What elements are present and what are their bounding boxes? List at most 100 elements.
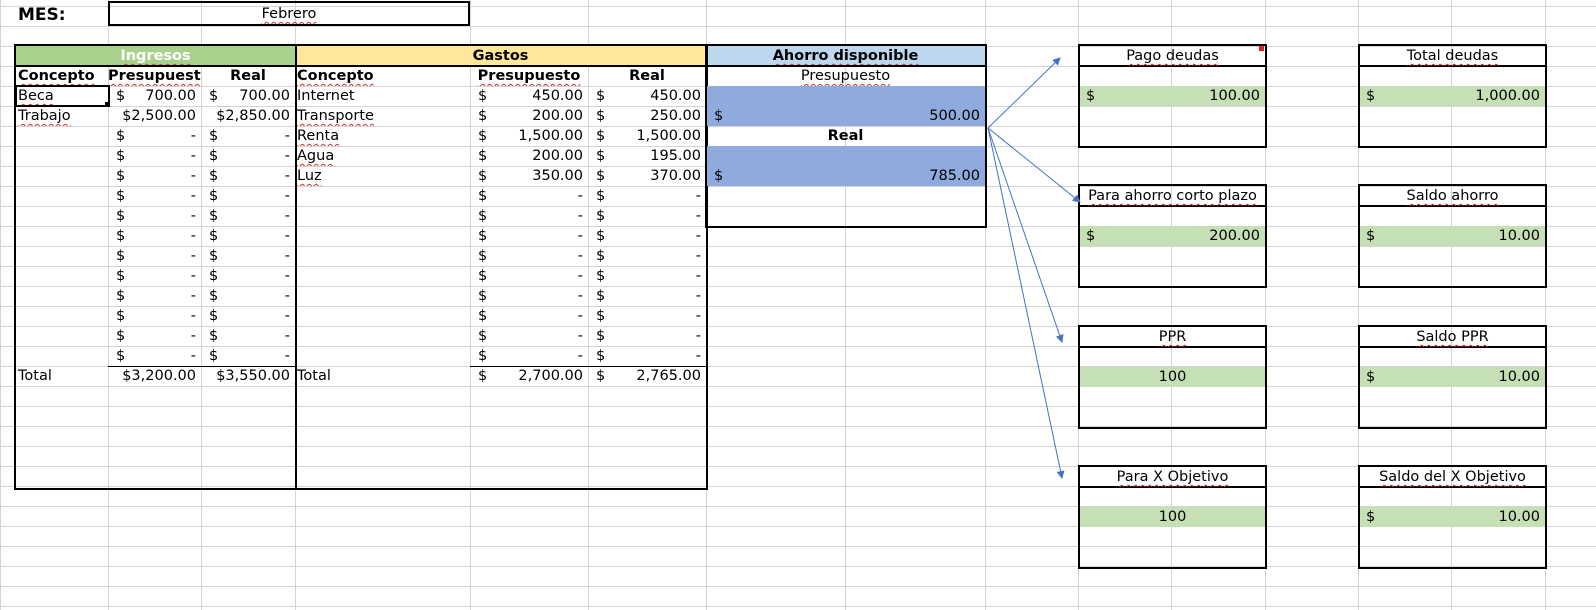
gastos-real-cell[interactable]: - bbox=[695, 228, 701, 244]
gastos-header-presupuesto: Presupuesto bbox=[477, 68, 581, 84]
gastos-real-cell[interactable]: 450.00 bbox=[650, 88, 701, 104]
ingresos-real-cell[interactable]: - bbox=[284, 128, 290, 144]
gastos-real-cell[interactable]: - bbox=[695, 348, 701, 364]
total-deudas-value-fill bbox=[1360, 86, 1545, 106]
ppr-value[interactable]: 100 bbox=[1158, 369, 1187, 385]
ingresos-presupuesto-cell[interactable]: - bbox=[190, 328, 196, 344]
ingresos-total-presupuesto[interactable]: $3,200.00 bbox=[122, 368, 196, 384]
ingresos-concepto-cell[interactable]: Trabajo bbox=[18, 108, 71, 124]
ingresos-presupuesto-cell[interactable]: $2,500.00 bbox=[122, 108, 196, 124]
currency-symbol: $ bbox=[478, 148, 488, 164]
saldo-x-objetivo-value[interactable]: 10.00 bbox=[1498, 509, 1540, 525]
gastos-real-cell[interactable]: 1,500.00 bbox=[636, 128, 701, 144]
ahorro-corto-plazo-value[interactable]: 200.00 bbox=[1209, 228, 1260, 244]
ingresos-real-cell[interactable]: - bbox=[284, 288, 290, 304]
ingresos-real-cell[interactable]: - bbox=[284, 228, 290, 244]
gastos-real-cell[interactable]: 370.00 bbox=[650, 168, 701, 184]
saldo-ppr-value[interactable]: 10.00 bbox=[1498, 369, 1540, 385]
ingresos-presupuesto-cell[interactable]: - bbox=[190, 168, 196, 184]
gastos-presupuesto-cell[interactable]: 200.00 bbox=[532, 148, 583, 164]
ingresos-presupuesto-cell[interactable]: - bbox=[190, 268, 196, 284]
gastos-presupuesto-cell[interactable]: - bbox=[577, 188, 583, 204]
ahorro-title: Ahorro disponible bbox=[772, 48, 919, 64]
gastos-concepto-cell[interactable]: Renta bbox=[297, 128, 340, 144]
comment-indicator-icon[interactable] bbox=[1259, 46, 1264, 51]
ingresos-presupuesto-cell[interactable]: - bbox=[190, 148, 196, 164]
gastos-real-cell[interactable]: - bbox=[695, 328, 701, 344]
gastos-presupuesto-cell[interactable]: - bbox=[577, 268, 583, 284]
gastos-presupuesto-cell[interactable]: 1,500.00 bbox=[518, 128, 583, 144]
ingresos-real-cell[interactable]: - bbox=[284, 208, 290, 224]
ingresos-presupuesto-cell[interactable]: - bbox=[190, 248, 196, 264]
gastos-presupuesto-cell[interactable]: - bbox=[577, 348, 583, 364]
total-deudas-value[interactable]: 1,000.00 bbox=[1475, 88, 1540, 104]
ingresos-real-cell[interactable]: - bbox=[284, 168, 290, 184]
currency-symbol: $ bbox=[116, 208, 126, 224]
ingresos-real-cell[interactable]: - bbox=[284, 248, 290, 264]
ingresos-real-cell[interactable]: 700.00 bbox=[239, 88, 290, 104]
gastos-real-cell[interactable]: - bbox=[695, 188, 701, 204]
currency-symbol: $ bbox=[714, 168, 724, 184]
ahorro-presupuesto-value[interactable]: 500.00 bbox=[929, 108, 980, 124]
ingresos-presupuesto-cell[interactable]: - bbox=[190, 308, 196, 324]
currency-symbol: $ bbox=[596, 288, 606, 304]
grid-column-line bbox=[108, 0, 109, 610]
currency-symbol: $ bbox=[116, 348, 126, 364]
currency-symbol: $ bbox=[209, 88, 219, 104]
currency-symbol: $ bbox=[1366, 228, 1376, 244]
ingresos-presupuesto-cell[interactable]: - bbox=[190, 288, 196, 304]
saldo-ahorro-value[interactable]: 10.00 bbox=[1498, 228, 1540, 244]
ingresos-presupuesto-cell[interactable]: - bbox=[190, 188, 196, 204]
gastos-header-real: Real bbox=[629, 68, 665, 84]
grid-column-line bbox=[985, 0, 986, 610]
gastos-concepto-cell[interactable]: Internet bbox=[297, 88, 355, 104]
currency-symbol: $ bbox=[116, 128, 126, 144]
gastos-real-cell[interactable]: - bbox=[695, 208, 701, 224]
active-cell-selection[interactable] bbox=[15, 85, 110, 107]
gastos-presupuesto-cell[interactable]: - bbox=[577, 308, 583, 324]
ingresos-presupuesto-cell[interactable]: - bbox=[190, 128, 196, 144]
gastos-presupuesto-cell[interactable]: - bbox=[577, 328, 583, 344]
gastos-total-presupuesto[interactable]: 2,700.00 bbox=[518, 368, 583, 384]
ingresos-real-cell[interactable]: - bbox=[284, 348, 290, 364]
ingresos-presupuesto-cell[interactable]: 700.00 bbox=[145, 88, 196, 104]
ingresos-real-cell[interactable]: - bbox=[284, 268, 290, 284]
gastos-real-cell[interactable]: - bbox=[695, 308, 701, 324]
ingresos-presupuesto-cell[interactable]: - bbox=[190, 228, 196, 244]
currency-symbol: $ bbox=[116, 328, 126, 344]
gastos-presupuesto-cell[interactable]: - bbox=[577, 288, 583, 304]
ingresos-presupuesto-cell[interactable]: - bbox=[190, 208, 196, 224]
x-objetivo-value[interactable]: 100 bbox=[1158, 509, 1187, 525]
gastos-concepto-cell[interactable]: Agua bbox=[297, 148, 335, 164]
gastos-real-cell[interactable]: - bbox=[695, 248, 701, 264]
gastos-presupuesto-cell[interactable]: 350.00 bbox=[532, 168, 583, 184]
ingresos-concepto-cell[interactable]: Beca bbox=[18, 88, 54, 104]
ahorro-real-value[interactable]: 785.00 bbox=[929, 168, 980, 184]
ingresos-real-cell[interactable]: - bbox=[284, 188, 290, 204]
gastos-real-cell[interactable]: - bbox=[695, 288, 701, 304]
mes-value[interactable]: Febrero bbox=[261, 6, 317, 22]
ingresos-presupuesto-cell[interactable]: - bbox=[190, 348, 196, 364]
ingresos-real-cell[interactable]: - bbox=[284, 328, 290, 344]
ingresos-total-real[interactable]: $3,550.00 bbox=[216, 368, 290, 384]
ingresos-real-cell[interactable]: - bbox=[284, 308, 290, 324]
gastos-presupuesto-cell[interactable]: 200.00 bbox=[532, 108, 583, 124]
fill-handle[interactable] bbox=[105, 102, 110, 107]
currency-symbol: $ bbox=[478, 348, 488, 364]
mes-input-box[interactable] bbox=[108, 1, 470, 26]
gastos-presupuesto-cell[interactable]: 450.00 bbox=[532, 88, 583, 104]
gastos-presupuesto-cell[interactable]: - bbox=[577, 228, 583, 244]
gastos-total-real[interactable]: 2,765.00 bbox=[636, 368, 701, 384]
gastos-real-cell[interactable]: 250.00 bbox=[650, 108, 701, 124]
grid-column-line bbox=[588, 0, 589, 610]
ingresos-real-cell[interactable]: - bbox=[284, 148, 290, 164]
gastos-presupuesto-cell[interactable]: - bbox=[577, 248, 583, 264]
gastos-real-cell[interactable]: 195.00 bbox=[650, 148, 701, 164]
gastos-real-cell[interactable]: - bbox=[695, 268, 701, 284]
gastos-concepto-cell[interactable]: Transporte bbox=[297, 108, 374, 124]
ingresos-real-cell[interactable]: $2,850.00 bbox=[216, 108, 290, 124]
gastos-presupuesto-cell[interactable]: - bbox=[577, 208, 583, 224]
gastos-concepto-cell[interactable]: Luz bbox=[297, 168, 322, 184]
pago-deudas-value[interactable]: 100.00 bbox=[1209, 88, 1260, 104]
